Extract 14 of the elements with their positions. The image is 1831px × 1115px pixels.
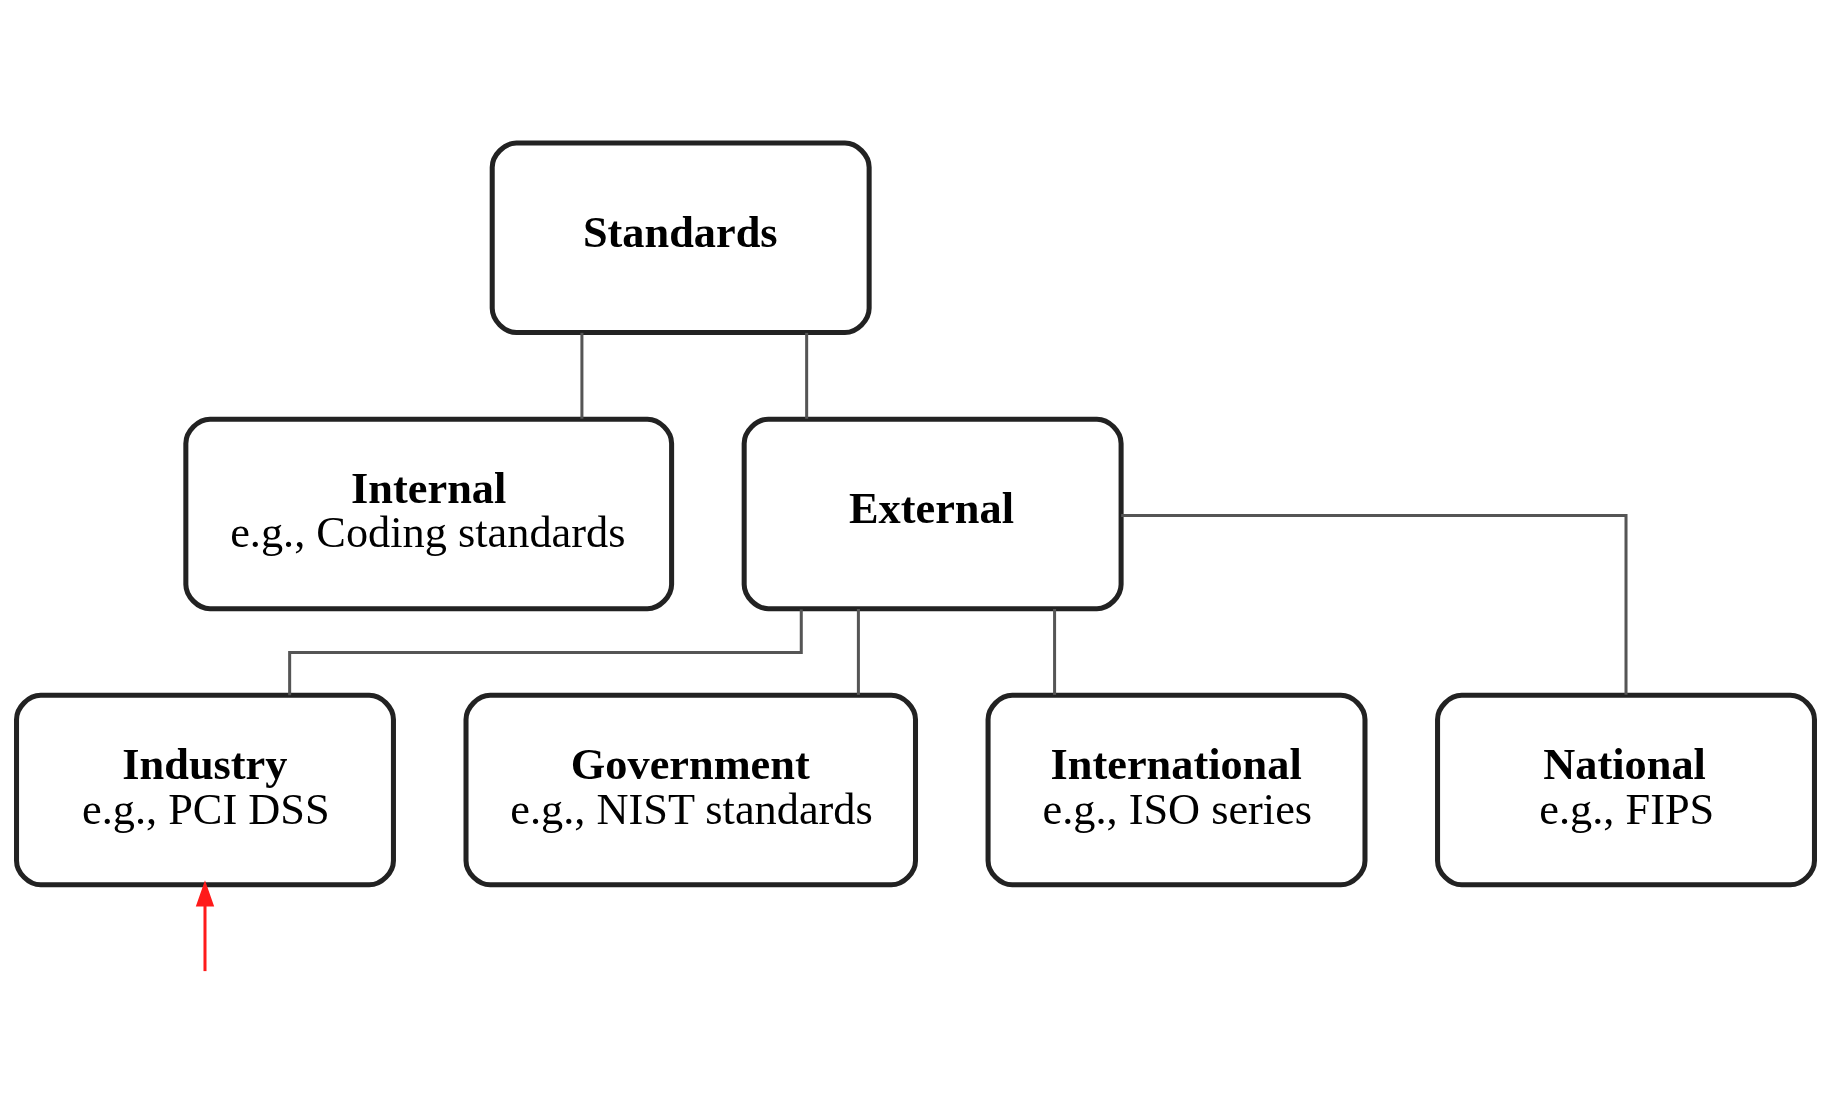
node-box: External: [741, 416, 1124, 611]
connector: [1121, 513, 1628, 695]
connector: [805, 332, 809, 419]
connector: [856, 608, 860, 695]
node-box: Government e.g., NIST standards: [463, 692, 918, 887]
connector: [580, 332, 584, 419]
arrow: [195, 879, 215, 971]
node-box: Industry e.g., PCI DSS: [14, 692, 396, 887]
node-box: Standards: [489, 140, 872, 335]
node-box: Internal e.g., Coding standards: [183, 416, 675, 611]
node-box: National e.g., FIPS: [1435, 692, 1817, 887]
connector: [288, 608, 803, 695]
connector: [1053, 608, 1057, 695]
node-box: International e.g., ISO series: [985, 692, 1368, 887]
